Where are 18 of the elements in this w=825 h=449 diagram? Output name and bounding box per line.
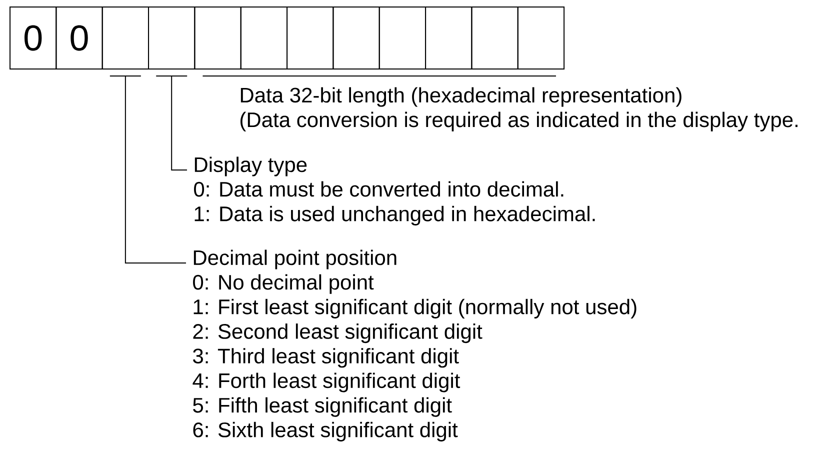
description-text: (Data conversion is required as indicated in the display type. xyxy=(240,112,798,132)
empty-cell xyxy=(148,6,196,70)
leader-line xyxy=(124,76,186,264)
empty-cell xyxy=(194,6,242,70)
leader-line xyxy=(171,76,188,170)
empty-cell xyxy=(102,6,150,70)
description-text: Display type 0: Data must be converted into decimal. 1: Data is used unchanged in hexadecimal. xyxy=(194,156,595,226)
empty-cell xyxy=(240,6,288,70)
description-text: Decimal point position 0: No decimal point 1: First least significant digit (normally not used) 2: Second least significant digit 3: Third least significant digit 4: Forth least significant digit 5: Fifth least significant digit 6: Sixth least significant digit xyxy=(192,250,636,442)
empty-cell xyxy=(378,6,426,70)
empty-cell xyxy=(286,6,334,70)
digit-cell: 0 xyxy=(56,6,103,70)
description-text: Data 32-bit length (hexadecimal representation) xyxy=(240,87,682,107)
empty-cell xyxy=(425,6,472,70)
digit-cell: 0 xyxy=(10,6,57,70)
empty-cell xyxy=(471,6,518,70)
empty-cell xyxy=(517,6,565,70)
empty-cell xyxy=(332,6,380,70)
